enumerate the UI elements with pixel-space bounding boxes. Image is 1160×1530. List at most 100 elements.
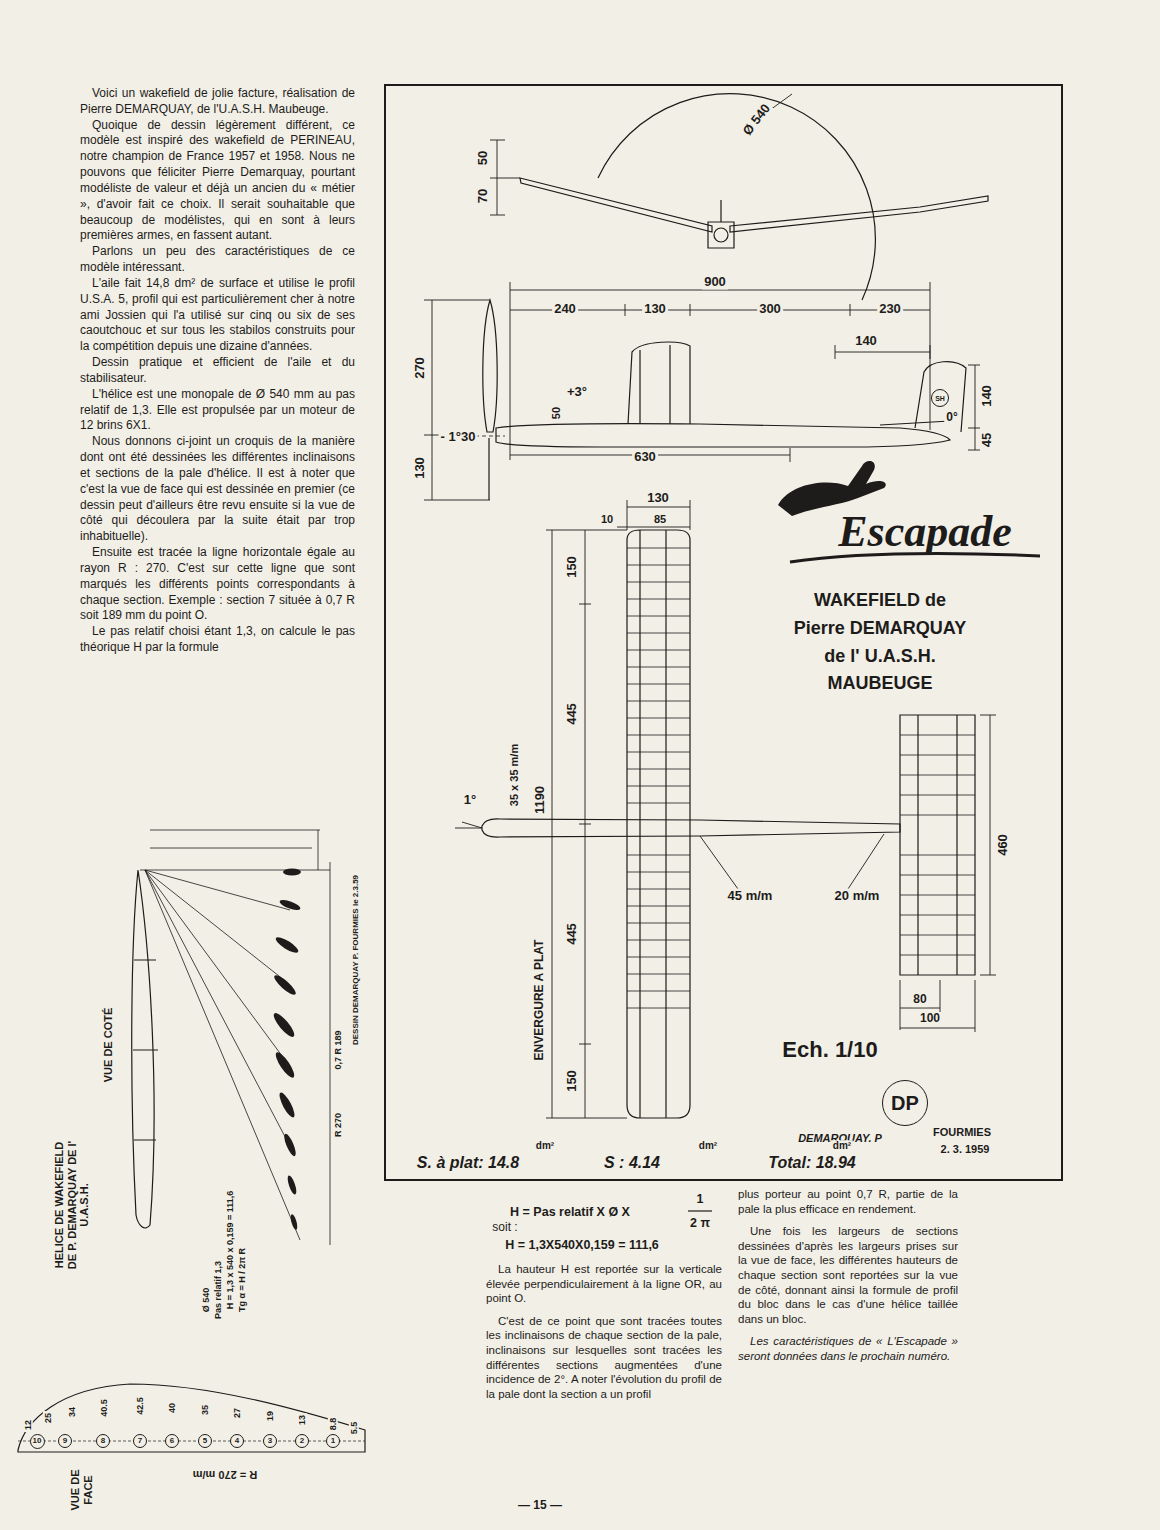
dimension-label: 300 [757, 302, 783, 317]
dimension-label: 25 [43, 1411, 53, 1425]
dimension-line [424, 282, 980, 500]
area-unit: dm² [697, 1140, 719, 1152]
body-paragraph: Quoique de dessin légèrement différent, … [80, 118, 355, 245]
area-unit: dm² [831, 1140, 853, 1152]
stabilizer-ribs [900, 735, 975, 955]
dimension-line [490, 94, 792, 215]
area-unit: dm² [534, 1140, 556, 1152]
dimension-label: 40.5 [99, 1397, 109, 1419]
fraction-bar [688, 1210, 712, 1211]
dimension-label: 100 [918, 1012, 942, 1026]
node-text: 1 [331, 1437, 335, 1445]
circled-number: 9 [58, 1434, 72, 1448]
dimension-label: 80 [911, 993, 928, 1007]
dimension-label: R = 270 m/m [191, 1469, 260, 1482]
blade-section [277, 1091, 297, 1119]
view-label: VUE DE FACE [69, 1458, 94, 1522]
body-paragraph: Dessin pratique et efficient de l'aile e… [80, 355, 355, 387]
body-paragraph: Une fois les largeurs de sections dessin… [738, 1224, 958, 1326]
dimension-label: 35 [200, 1403, 210, 1417]
node-text: 2 [300, 1437, 304, 1445]
logo-title: Escapade [836, 507, 1014, 558]
area-note: S. à plat: 14.8 [415, 1154, 521, 1172]
body-paragraph: Nous donnons ci-joint un croquis de la m… [80, 434, 355, 545]
circled-number: 4 [230, 1434, 244, 1448]
dimension-label: 50 [550, 405, 563, 421]
top-view-stabilizer [900, 715, 975, 975]
dimension-label: 10 [599, 513, 615, 526]
front-view-blade [18, 1384, 365, 1452]
blade-section [271, 1011, 297, 1040]
scale-note: Ech. 1/10 [780, 1037, 879, 1062]
dimension-label: 445 [565, 701, 580, 727]
circled-number: 7 [133, 1434, 147, 1448]
side-view-wing-pylon [628, 342, 690, 424]
dimension-label: 230 [877, 302, 903, 317]
formula: 2 π [688, 1216, 712, 1230]
body-paragraph: plus porteur au point 0,7 R, partie de l… [738, 1187, 958, 1216]
title-line: de l' U.A.S.H. [822, 646, 937, 667]
node-text: 3 [268, 1437, 272, 1445]
dimension-label: - 1°30 [439, 430, 478, 445]
dimension-label: 70 [476, 187, 491, 205]
circled-number: 2 [295, 1434, 309, 1448]
dimension-label: 12 [23, 1418, 33, 1432]
body-paragraph: Voici un wakefield de jolie facture, réa… [80, 86, 355, 118]
circled-number: 6 [165, 1434, 179, 1448]
title-line: Pierre DEMARQUAY [792, 618, 968, 639]
node-text: 5 [203, 1437, 207, 1445]
node-text: 8 [101, 1437, 105, 1445]
dimension-label: 270 [413, 355, 428, 381]
dimension-label: 150 [565, 554, 580, 580]
drawing-frame [385, 85, 1062, 1180]
dimension-label: Ø 540 [739, 100, 775, 140]
top-view-wing [627, 530, 690, 1118]
node-text: 9 [63, 1437, 67, 1445]
page-number: — 15 — [516, 1499, 564, 1513]
wing-ribs [627, 548, 690, 1008]
blade-section [272, 973, 298, 998]
signature: 2. 3. 1959 [939, 1143, 992, 1156]
blade-section [289, 1214, 298, 1231]
body-paragraph: Le pas relatif choisi étant 1,3, on calc… [80, 624, 355, 656]
text-column: La hauteur H est reportée sur la vertica… [486, 1262, 722, 1401]
propeller-title: HELICE DE WAKEFIELD DE P. DEMARQUAY DE l… [53, 1133, 91, 1277]
node-text: 6 [170, 1437, 174, 1445]
title-line: MAUBEUGE [825, 673, 934, 694]
blade-section [282, 1133, 298, 1158]
dimension-label: 1° [462, 793, 478, 808]
side-view-propeller [483, 300, 497, 500]
node-text: 4 [235, 1437, 239, 1445]
formula: Ø 540 [201, 1286, 211, 1315]
circled-number: 5 [198, 1434, 212, 1448]
formula: soit : [490, 1221, 519, 1235]
signature: FOURMIES [931, 1126, 993, 1139]
body-paragraph: Ensuite est tracée la ligne horizontale … [80, 545, 355, 624]
dimension-label: 150 [565, 1068, 580, 1094]
front-view-fuselage [708, 200, 734, 248]
formula: Tg α = H / 2π R [237, 1246, 247, 1314]
top-view-fuselage [482, 819, 900, 837]
circled-number: 3 [263, 1434, 277, 1448]
formula: Pas relatif 1,3 [213, 1259, 223, 1321]
formula: H = Pas relatif X Ø X [508, 1205, 632, 1219]
text-column: plus porteur au point 0,7 R, partie de l… [738, 1187, 958, 1364]
dimension-label: 140 [853, 334, 879, 349]
dimension-label: 8.8 [328, 1416, 338, 1433]
dimension-label: ENVERGURE A PLAT [533, 938, 547, 1063]
construction-line [140, 830, 330, 1245]
dimension-label: 42.5 [135, 1395, 145, 1417]
blade-section [274, 935, 300, 956]
dimension-label: 19 [265, 1409, 275, 1423]
dimension-label: +3° [565, 385, 589, 400]
dimension-label: 900 [702, 275, 728, 290]
monogram-circle: DP [882, 1080, 928, 1126]
dimension-label: 20 m/m [833, 889, 882, 904]
title-line: WAKEFIELD de [812, 590, 948, 611]
circled-number: SH [931, 389, 949, 407]
dimension-label: 240 [552, 302, 578, 317]
dimension-label: 630 [632, 450, 658, 465]
dimension-label: 34 [67, 1405, 77, 1419]
circled-number: 8 [96, 1434, 110, 1448]
